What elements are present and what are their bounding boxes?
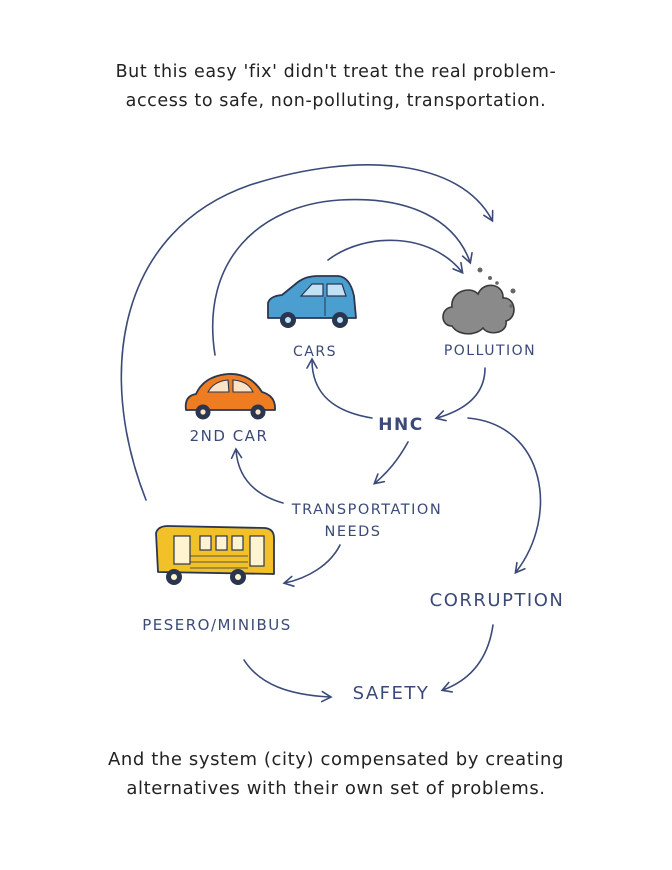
label-corruption: CORRUPTION [430, 590, 565, 611]
label-safety: SAFETY [353, 683, 430, 704]
arrow-transport-to-bus [282, 544, 341, 587]
arrow-2ndcar-to-pollution [211, 198, 473, 356]
second-car-icon [184, 373, 276, 420]
arrow-bus-to-pollution-outer [120, 164, 494, 501]
top-caption: But this easy 'fix' didn't treat the rea… [0, 58, 672, 116]
label-transportation: TRANSPORTATION [291, 502, 442, 518]
arrow-cars-to-pollution [327, 239, 464, 275]
arrow-corruption-to-safety [440, 624, 494, 693]
top-caption-line-1: But this easy 'fix' didn't treat the rea… [115, 62, 557, 82]
label-pesero-minibus: PESERO/MINIBUS [142, 616, 292, 634]
pesero-minibus-icon [155, 525, 275, 585]
arrow-hnc-to-cars [306, 357, 373, 419]
arrow-pollution-to-hnc [434, 367, 486, 422]
cars-icon [267, 275, 357, 328]
label-needs: NEEDS [324, 524, 381, 540]
bottom-caption-line-1: And the system (city) compensated by cre… [107, 749, 565, 770]
arrow-hnc-to-corruption [467, 417, 542, 575]
label-second-car: 2ND CAR [190, 427, 269, 445]
arrow-transport-to-2ndcar [230, 447, 284, 504]
bottom-caption-line-2: alternatives with their own set of probl… [126, 778, 546, 799]
label-cars: CARS [293, 344, 337, 360]
bottom-caption: And the system (city) compensated by cre… [0, 745, 672, 803]
label-hnc: HNC [378, 415, 423, 435]
top-caption-line-2: access to safe, non-polluting, transport… [125, 91, 547, 111]
arrow-hnc-to-transport [372, 441, 409, 485]
label-pollution: POLLUTION [444, 343, 536, 359]
arrows [120, 164, 542, 703]
arrow-bus-to-safety [243, 659, 333, 703]
pollution-icon [442, 267, 516, 335]
